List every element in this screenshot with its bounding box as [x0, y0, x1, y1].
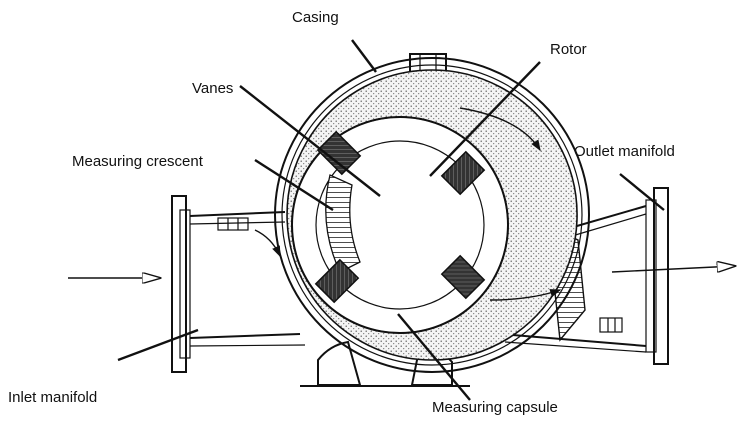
- rotor: [291, 116, 509, 334]
- label-measuring-capsule: Measuring capsule: [432, 399, 558, 416]
- vanes: [314, 130, 486, 304]
- leader-lines: [117, 39, 665, 401]
- label-outlet-manifold: Outlet manifold: [574, 143, 675, 160]
- inlet-manifold-pipe: [171, 195, 306, 373]
- flow-arrows: [68, 107, 735, 301]
- label-casing: Casing: [292, 9, 339, 26]
- label-vanes: Vanes: [192, 80, 233, 97]
- label-rotor: Rotor: [550, 41, 587, 58]
- label-inlet-manifold: Inlet manifold: [8, 389, 97, 406]
- label-measuring-crescent: Measuring crescent: [72, 153, 204, 170]
- outlet-flow-arrow: [611, 266, 735, 273]
